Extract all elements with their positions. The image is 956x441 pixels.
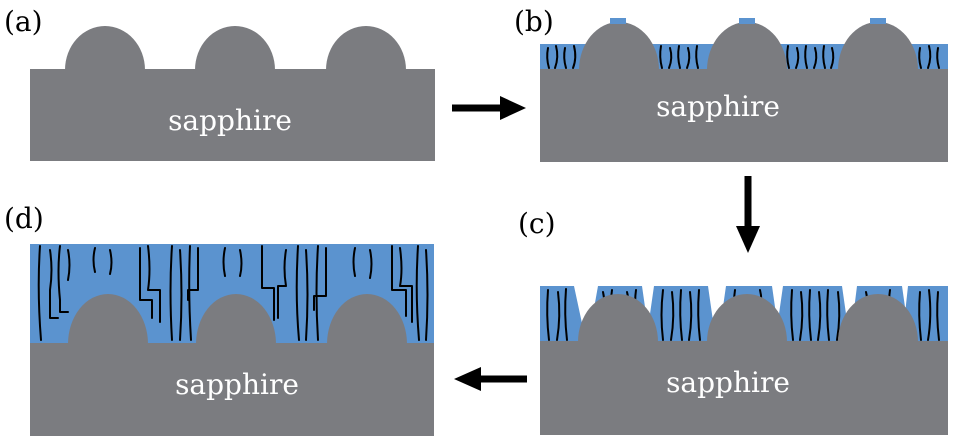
panel-d-substrate bbox=[30, 294, 434, 436]
dome bbox=[707, 22, 787, 70]
dome bbox=[838, 22, 918, 70]
arrow-down bbox=[736, 176, 760, 253]
dome bbox=[578, 294, 658, 342]
sapphire-label: sapphire bbox=[656, 90, 780, 123]
dome bbox=[327, 294, 407, 344]
dome bbox=[196, 294, 276, 344]
sapphire-base bbox=[30, 343, 434, 436]
panel-d-label: (d) bbox=[4, 202, 44, 235]
sapphire-base bbox=[540, 341, 948, 435]
panel-b: (b) bbox=[514, 5, 948, 162]
dome bbox=[707, 294, 787, 342]
dislocations bbox=[37, 245, 429, 341]
sapphire-label: sapphire bbox=[666, 366, 790, 399]
panel-b-label: (b) bbox=[514, 5, 554, 38]
dome bbox=[68, 294, 148, 344]
panel-c-label: (c) bbox=[518, 207, 556, 240]
gan-nucleus bbox=[739, 18, 755, 24]
sapphire-base bbox=[30, 69, 435, 161]
panel-a-label: (a) bbox=[4, 5, 43, 38]
arrow-left bbox=[454, 367, 527, 391]
panel-d: (d) bbox=[4, 202, 434, 436]
panel-a-substrate bbox=[30, 26, 435, 161]
panel-a: (a) sapphire bbox=[4, 5, 435, 161]
sapphire-label: sapphire bbox=[175, 368, 299, 401]
panel-c: (c) bbox=[518, 207, 948, 435]
gan-nucleus bbox=[870, 18, 886, 24]
gan-nucleus bbox=[610, 18, 626, 24]
panel-c-substrate bbox=[540, 294, 948, 435]
dome bbox=[65, 26, 145, 70]
dislocations bbox=[546, 45, 940, 69]
dome bbox=[579, 22, 659, 70]
panel-b-substrate bbox=[540, 22, 948, 162]
sapphire-base bbox=[540, 69, 948, 162]
arrow-right bbox=[452, 96, 526, 120]
dome bbox=[195, 26, 275, 70]
sapphire-label: sapphire bbox=[168, 104, 292, 137]
dome bbox=[326, 26, 406, 70]
dome bbox=[838, 294, 918, 342]
